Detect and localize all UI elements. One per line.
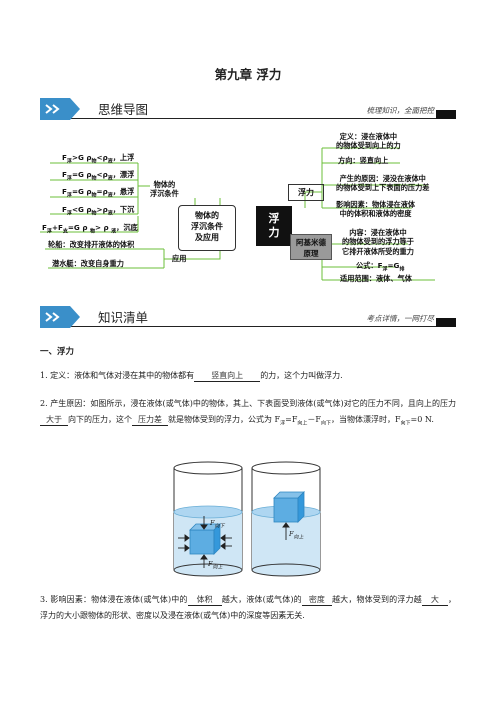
blank-answer: 大于 — [40, 414, 68, 426]
mindmap-center-node: 物体的 浮沉条件 及应用 — [178, 205, 236, 251]
label-f-down: F向下 — [210, 519, 225, 530]
core-char-1: 浮 — [268, 212, 280, 225]
section-rule — [52, 326, 456, 328]
section-title: 知识清单 — [98, 310, 149, 325]
archimedes-content: 内容：浸在液体中 的物体受到的浮力等于 它排开液体所受的重力 — [342, 228, 414, 256]
section-header-mindmap: 思维导图 梳理知识，全面把控 — [40, 98, 456, 124]
floating-line-1: 物体的 — [153, 180, 176, 189]
label-f-up: F向上 — [208, 560, 223, 571]
paragraph-factors: 3. 影响因素：物体浸在液体(或气体)中的体积越大，液体(或气体)的密度越大，物… — [40, 594, 457, 620]
mindmap-archimedes-node: 阿基米德原理 — [290, 234, 332, 260]
heading-buoyancy: 一、浮力 — [40, 347, 75, 357]
mindmap-application: 应用 — [172, 254, 187, 263]
section-badge-icon — [40, 306, 80, 328]
left-item-bottom: F浮+F支=G ρ 物> ρ 液，沉底 — [42, 223, 138, 235]
section-end-block — [436, 318, 456, 327]
section-title: 思维导图 — [98, 102, 149, 117]
left-item-rise: F浮>G ρ物<ρ液，上浮 — [62, 153, 135, 165]
archimedes-formula: 公式：F浮=G排 — [356, 261, 405, 273]
buoyancy-direction: 方向：竖直向上 — [338, 156, 389, 165]
blank-answer: 大 — [421, 594, 448, 606]
left-item-sink: F浮<G ρ物>ρ液，下沉 — [62, 205, 135, 217]
figure-beakers — [173, 461, 321, 577]
core-char-2: 力 — [268, 226, 280, 239]
mindmap-floating-conditions: 物体的 浮沉条件 — [150, 180, 179, 199]
floating-line-2: 浮沉条件 — [150, 189, 179, 199]
label-f-up-floating: F向上 — [289, 530, 304, 541]
app-item-ship: 轮船：改变排开液体的体积 — [48, 240, 135, 249]
center-line-2: 浮沉条件 — [191, 222, 223, 231]
center-line-3: 及应用 — [195, 233, 219, 242]
app-item-submarine: 潜水艇：改变自身重力 — [52, 259, 124, 268]
blank-answer: 压力差 — [132, 414, 168, 426]
section-end-block — [436, 110, 456, 119]
blank-answer: 竖直向上 — [194, 370, 261, 382]
blank-answer: 体积 — [187, 594, 222, 606]
blank-answer: 密度 — [301, 594, 332, 606]
section-header-knowledge: 知识清单 考点详情，一网打尽 — [40, 306, 456, 332]
section-note: 考点详情，一网打尽 — [366, 314, 435, 323]
mindmap-buoyancy-node: 浮力 — [288, 184, 324, 201]
left-item-suspend: F浮=G ρ物=ρ液，悬浮 — [62, 187, 135, 199]
buoyancy-cause: 产生的原因：浸没在液体中的物体受到上下表面的压力差 — [336, 174, 430, 193]
archimedes-scope: 适用范围：液体、气体 — [340, 274, 412, 283]
buoyancy-definition: 定义：浸在液体中的物体受到向上的力 — [336, 132, 401, 151]
paragraph-definition: 1. 定义：液体和气体对浸在其中的物体都有竖直向上的力，这个力叫做浮力. — [40, 370, 343, 382]
buoyancy-factors: 影响因素：物体浸在液体中的体积和液体的密度 — [336, 200, 416, 219]
left-item-float: F浮=G ρ物<ρ液，漂浮 — [62, 170, 135, 182]
center-line-1: 物体的 — [195, 211, 219, 220]
section-note: 梳理知识，全面把控 — [366, 106, 435, 115]
paragraph-cause: 2. 产生原因：如图所示，浸在液体(或气体)中的物体，其上、下表面受到液体(或气… — [40, 399, 456, 427]
section-badge-icon — [40, 98, 80, 120]
mindmap-core-node: 浮 力 — [256, 206, 292, 246]
page-title: 第九章 浮力 — [214, 67, 282, 82]
section-rule — [52, 118, 456, 120]
